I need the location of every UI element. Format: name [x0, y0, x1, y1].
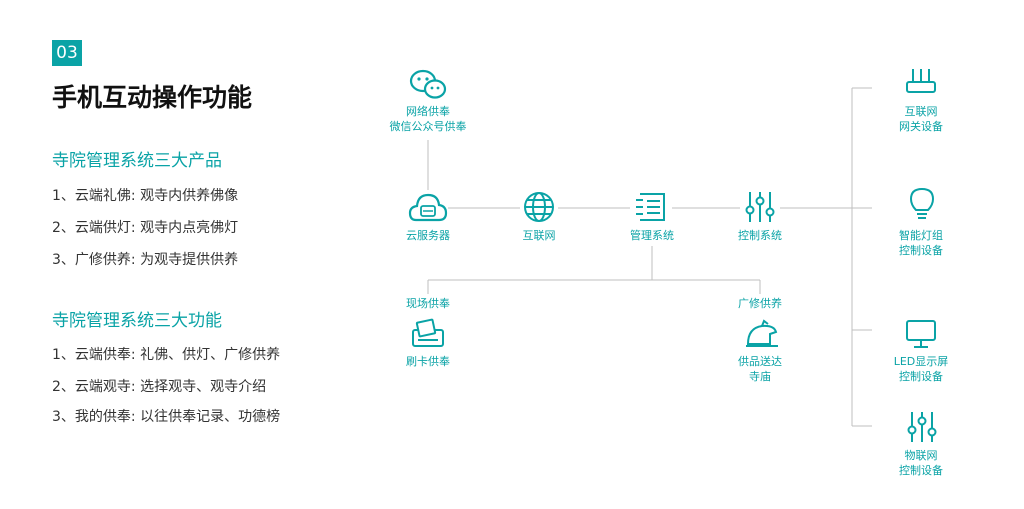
monitor-icon [906, 320, 936, 348]
functions-heading: 寺院管理系统三大功能 [52, 311, 222, 331]
management-label: 管理系统 [630, 229, 674, 242]
iot-label-2: 控制设备 [899, 464, 943, 477]
gateway-label-2: 网关设备 [899, 120, 943, 133]
onsite-label: 刷卡供奉 [406, 355, 450, 368]
page-title: 手机互动操作功能 [52, 83, 253, 112]
function-item-2: 2、云端观寺: 选择观寺、观寺介绍 [52, 379, 267, 395]
iot-label-1: 物联网 [904, 449, 938, 462]
function-item-3: 3、我的供奉: 以往供奉记录、功德榜 [52, 409, 281, 425]
lamp-label-2: 控制设备 [899, 244, 943, 257]
wechat-label-2: 微信公众号供奉 [389, 120, 467, 133]
globe-icon [524, 192, 554, 222]
card-reader-icon [412, 318, 444, 347]
bulb-icon [909, 187, 935, 219]
led-label-2: 控制设备 [899, 370, 943, 383]
delivery-icon [746, 319, 778, 347]
led-label-1: LED显示屏 [893, 355, 949, 368]
product-item-3: 3、广修供养: 为观寺提供供养 [52, 252, 239, 268]
function-item-1: 1、云端供奉: 礼佛、供灯、广修供养 [52, 347, 281, 363]
broad-top-label: 广修供养 [738, 297, 782, 310]
cloud-server-icon [408, 193, 448, 222]
section-number-badge: 03 [52, 40, 82, 66]
onsite-top-label: 现场供奉 [406, 297, 450, 310]
lamp-label-1: 智能灯组 [899, 229, 943, 242]
internet-label: 互联网 [522, 229, 556, 242]
router-icon [906, 69, 936, 93]
wechat-label-1: 网络供奉 [406, 105, 450, 118]
control-label: 控制系统 [738, 229, 782, 242]
product-item-2: 2、云端供灯: 观寺内点亮佛灯 [52, 220, 239, 236]
control-sliders-icon [745, 192, 775, 222]
broad-label-2: 寺庙 [749, 370, 771, 383]
products-heading: 寺院管理系统三大产品 [52, 151, 222, 171]
wechat-icon [409, 69, 447, 99]
gateway-label-1: 互联网 [904, 105, 938, 118]
list-icon [636, 193, 665, 221]
iot-sliders-icon [907, 412, 937, 442]
product-item-1: 1、云端礼佛: 观寺内供养佛像 [52, 188, 239, 204]
broad-label-1: 供品送达 [738, 355, 782, 368]
cloud-label: 云服务器 [406, 229, 450, 242]
